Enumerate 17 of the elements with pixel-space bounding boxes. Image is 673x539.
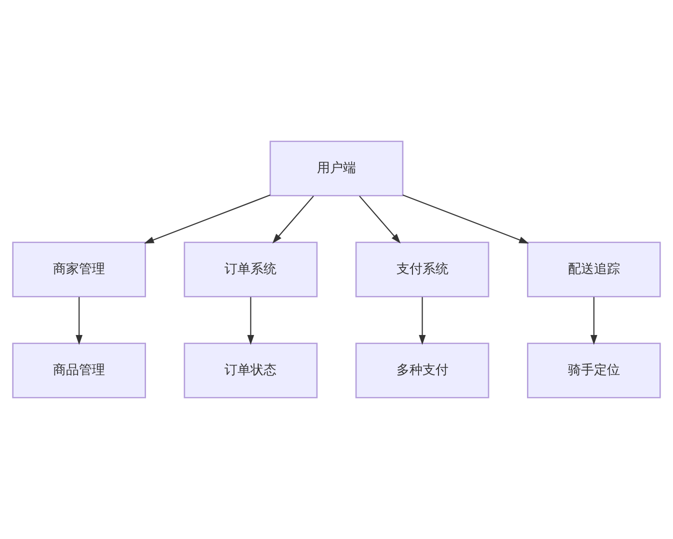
- node-box: 配送追踪: [527, 242, 661, 298]
- arrow: [402, 194, 529, 244]
- arrow: [247, 297, 254, 345]
- node-box: 骑手定位: [527, 342, 661, 398]
- arrow: [418, 297, 426, 345]
- node-box: 订单状态: [184, 342, 318, 398]
- arrow: [590, 297, 598, 345]
- node-box: 支付系统: [355, 242, 490, 298]
- arrow: [76, 297, 83, 345]
- node-box: 商品管理: [12, 342, 146, 398]
- node-box: 用户端: [270, 140, 404, 196]
- arrow: [144, 194, 270, 244]
- node-box: 多种支付: [355, 342, 490, 398]
- node-box: 商家管理: [12, 242, 146, 298]
- node-box: 订单系统: [184, 242, 318, 298]
- arrow: [272, 196, 314, 244]
- arrow: [359, 196, 401, 244]
